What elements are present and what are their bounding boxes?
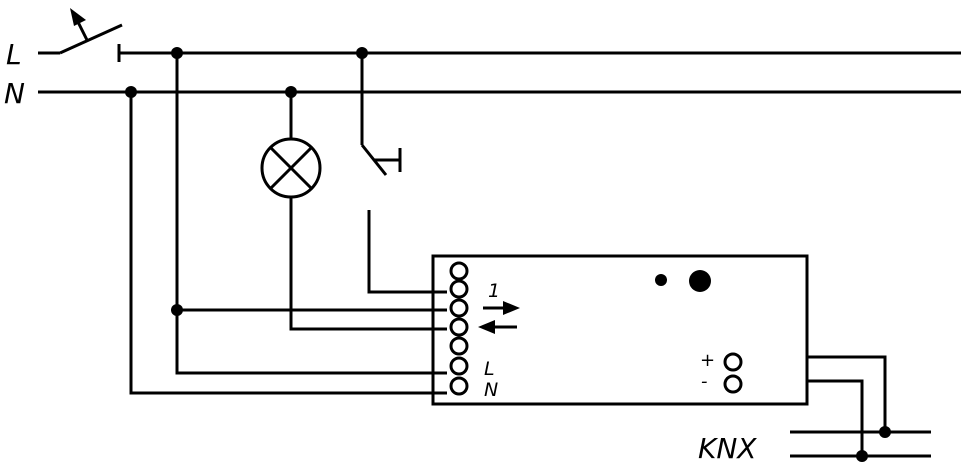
bus-terminal-minus [723,374,743,394]
output-arrow-icon [483,301,520,315]
lamp-icon [260,92,447,331]
bus-plus-label: + [700,350,715,371]
knx-module [431,254,809,406]
line-label-n: N [4,77,25,110]
channel-label: 1 [488,280,500,302]
module-label-l: L [484,358,495,380]
main-switch [38,8,123,62]
bus-terminal-plus [723,352,743,372]
junction-bus-plus [879,426,891,438]
junction-l-3 [171,304,183,316]
junction-bus-minus [856,450,868,462]
status-led-icon [655,274,667,286]
input-arrow-icon [478,320,517,334]
module-label-n: N [484,379,498,401]
wire-l-to-module [175,53,447,375]
bus-wire-minus [807,379,864,456]
terminal-block [449,261,469,396]
programming-button-icon [689,270,711,292]
bus-wire-plus [807,355,887,432]
wire-n-to-module [129,92,447,395]
line-label-l: L [6,38,22,71]
bus-label: KNX [698,432,757,465]
push-button-icon [360,53,447,294]
bus-minus-label: - [701,371,708,392]
